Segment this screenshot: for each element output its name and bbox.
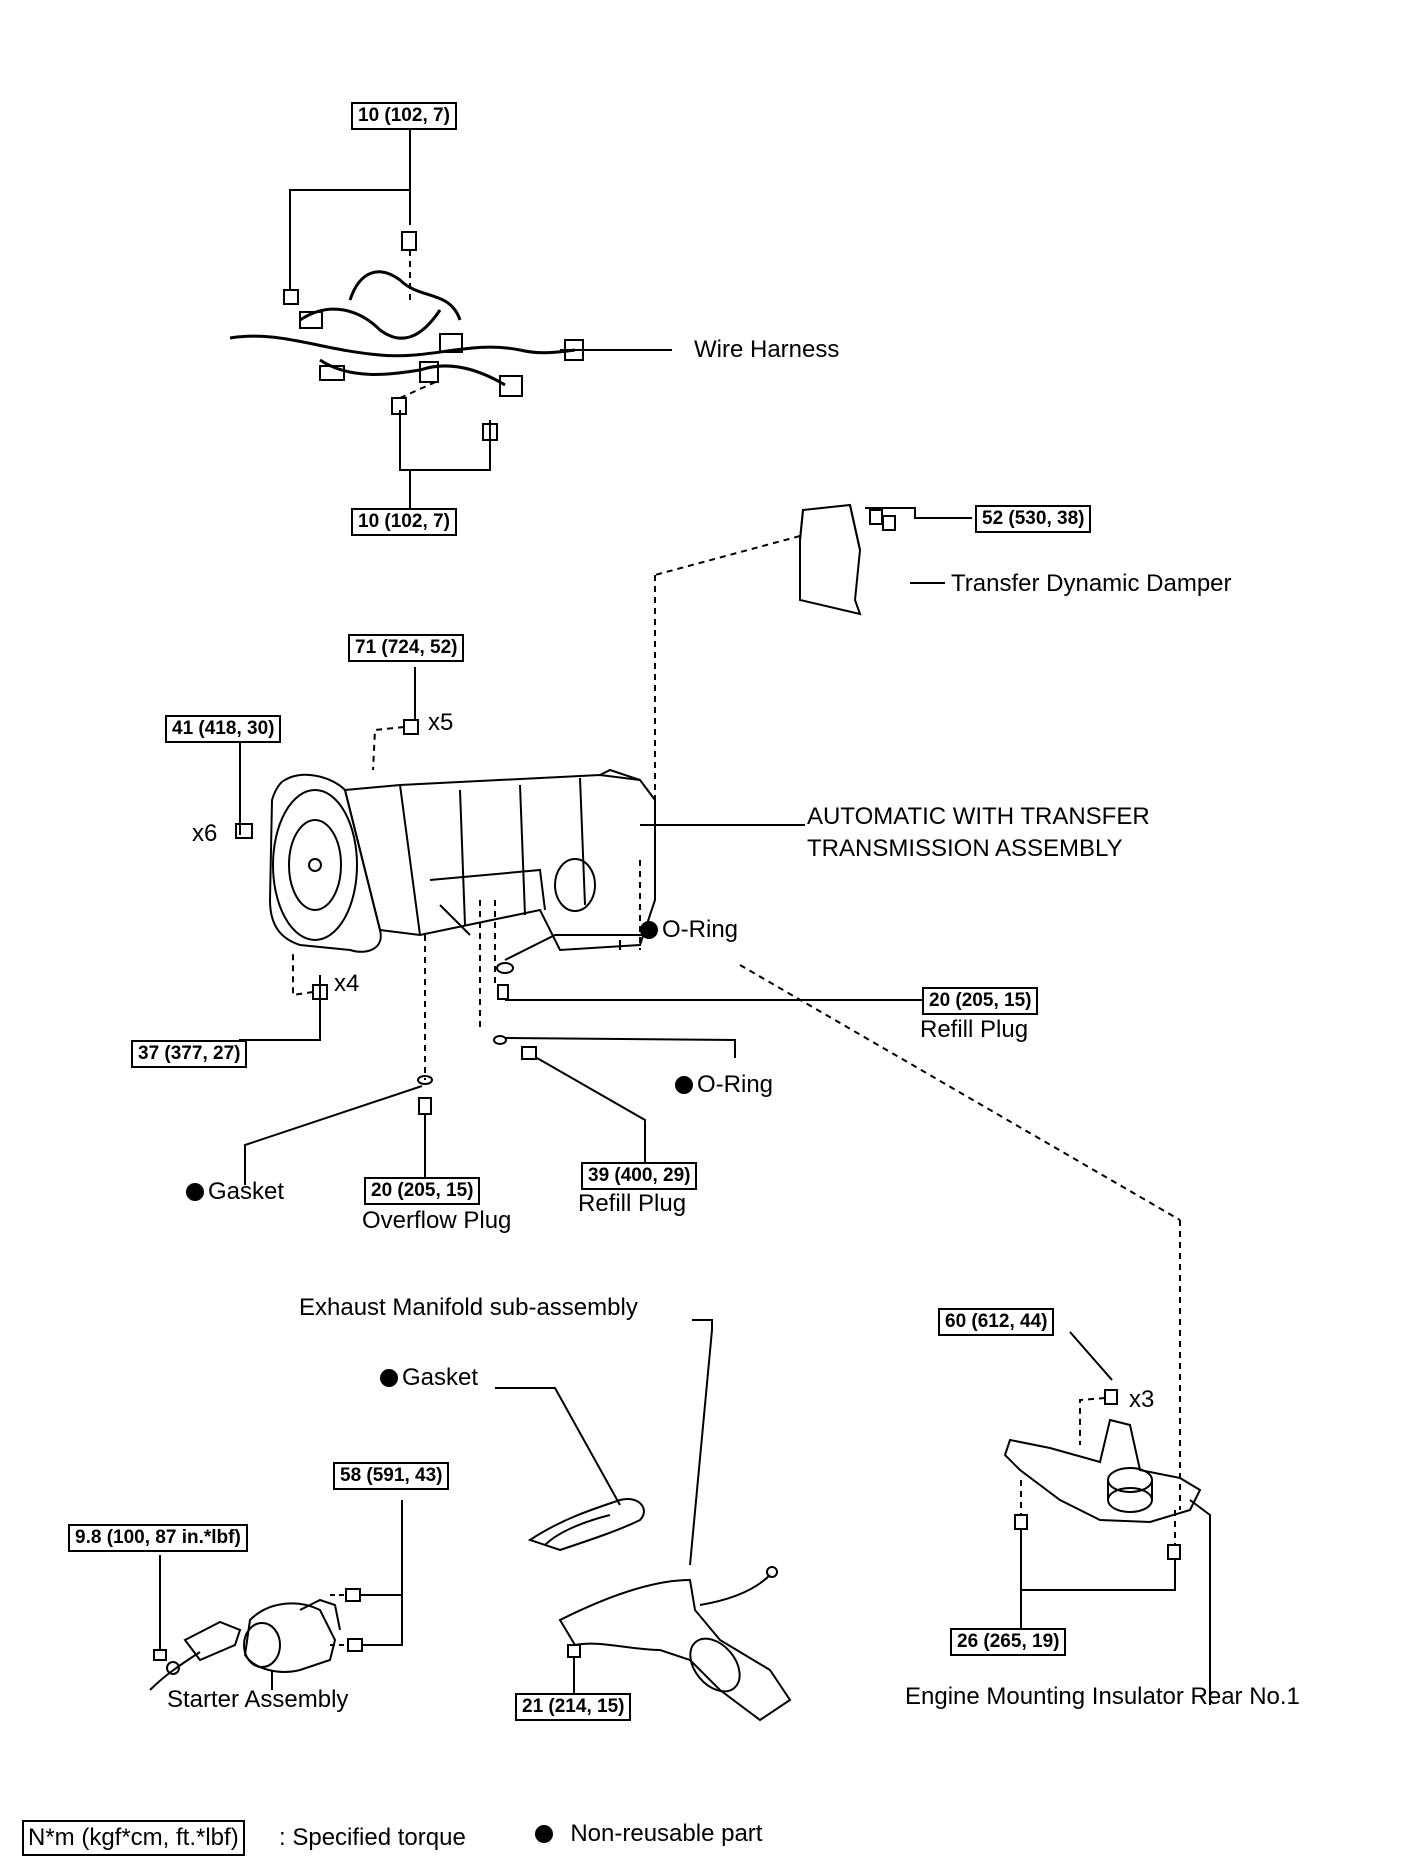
torque-starter-bolts: 58 (591, 43) [333, 1462, 450, 1490]
torque-harness-bottom: 10 (102, 7) [351, 508, 457, 536]
torque-harness-top: 10 (102, 7) [351, 102, 457, 130]
legend-torque-text: : Specified torque [279, 1824, 466, 1851]
torque-damper: 52 (530, 38) [975, 505, 1092, 533]
starter-label: Starter Assembly [167, 1686, 349, 1713]
nonreusable-dot-icon [380, 1369, 398, 1387]
o-ring-label-upper: O-Ring [640, 916, 738, 944]
legend-nonreusable: Non-reusable part [535, 1820, 762, 1848]
quantity-x6: x6 [192, 820, 218, 847]
starter-part [149, 1500, 403, 1691]
overflow-plug-label: Overflow Plug [362, 1207, 512, 1234]
gasket-label-trans: Gasket [186, 1178, 284, 1206]
torque-trans-bottom-left: 37 (377, 27) [131, 1040, 248, 1068]
nonreusable-dot-icon [640, 921, 658, 939]
legend-torque-box: N*m (kgf*cm, ft.*lbf) [22, 1820, 245, 1856]
engine-mount-part [1003, 1331, 1211, 1705]
torque-refill-lower: 39 (400, 29) [581, 1162, 698, 1190]
torque-exhaust: 21 (214, 15) [515, 1693, 632, 1721]
torque-mount-top: 60 (612, 44) [938, 1308, 1055, 1336]
wire-harness-label: Wire Harness [694, 336, 840, 363]
torque-trans-left: 41 (418, 30) [165, 715, 282, 743]
quantity-x4: x4 [334, 970, 360, 997]
torque-mount-bottom: 26 (265, 19) [950, 1628, 1067, 1656]
torque-starter-small: 9.8 (100, 87 in.*lbf) [68, 1524, 248, 1552]
gasket-label-exhaust: Gasket [380, 1364, 478, 1392]
transmission-label-line2: TRANSMISSION ASSEMBLY [807, 835, 1123, 862]
damper-label: Transfer Dynamic Damper [951, 570, 1232, 597]
refill-plug-label-lower: Refill Plug [578, 1190, 687, 1217]
torque-overflow: 20 (205, 15) [364, 1177, 481, 1205]
quantity-x5: x5 [428, 709, 454, 736]
quantity-x3: x3 [1129, 1386, 1155, 1413]
exhaust-manifold-label: Exhaust Manifold sub-assembly [299, 1294, 638, 1321]
torque-refill-upper: 20 (205, 15) [922, 987, 1039, 1015]
transfer-damper-part [654, 503, 972, 800]
o-ring-label-lower: O-Ring [675, 1071, 773, 1099]
torque-trans-top: 71 (724, 52) [348, 634, 465, 662]
plug-parts [244, 934, 1181, 1510]
mount-label: Engine Mounting Insulator Rear No.1 [905, 1683, 1300, 1710]
nonreusable-dot-icon [186, 1183, 204, 1201]
wire-harness-part [229, 130, 672, 512]
nonreusable-dot-icon [535, 1825, 553, 1843]
nonreusable-dot-icon [675, 1076, 693, 1094]
exhaust-manifold-part [495, 1319, 792, 1722]
refill-plug-label-upper: Refill Plug [920, 1016, 1029, 1043]
transmission-label-line1: AUTOMATIC WITH TRANSFER [807, 803, 1150, 830]
transmission-part [235, 667, 805, 1080]
